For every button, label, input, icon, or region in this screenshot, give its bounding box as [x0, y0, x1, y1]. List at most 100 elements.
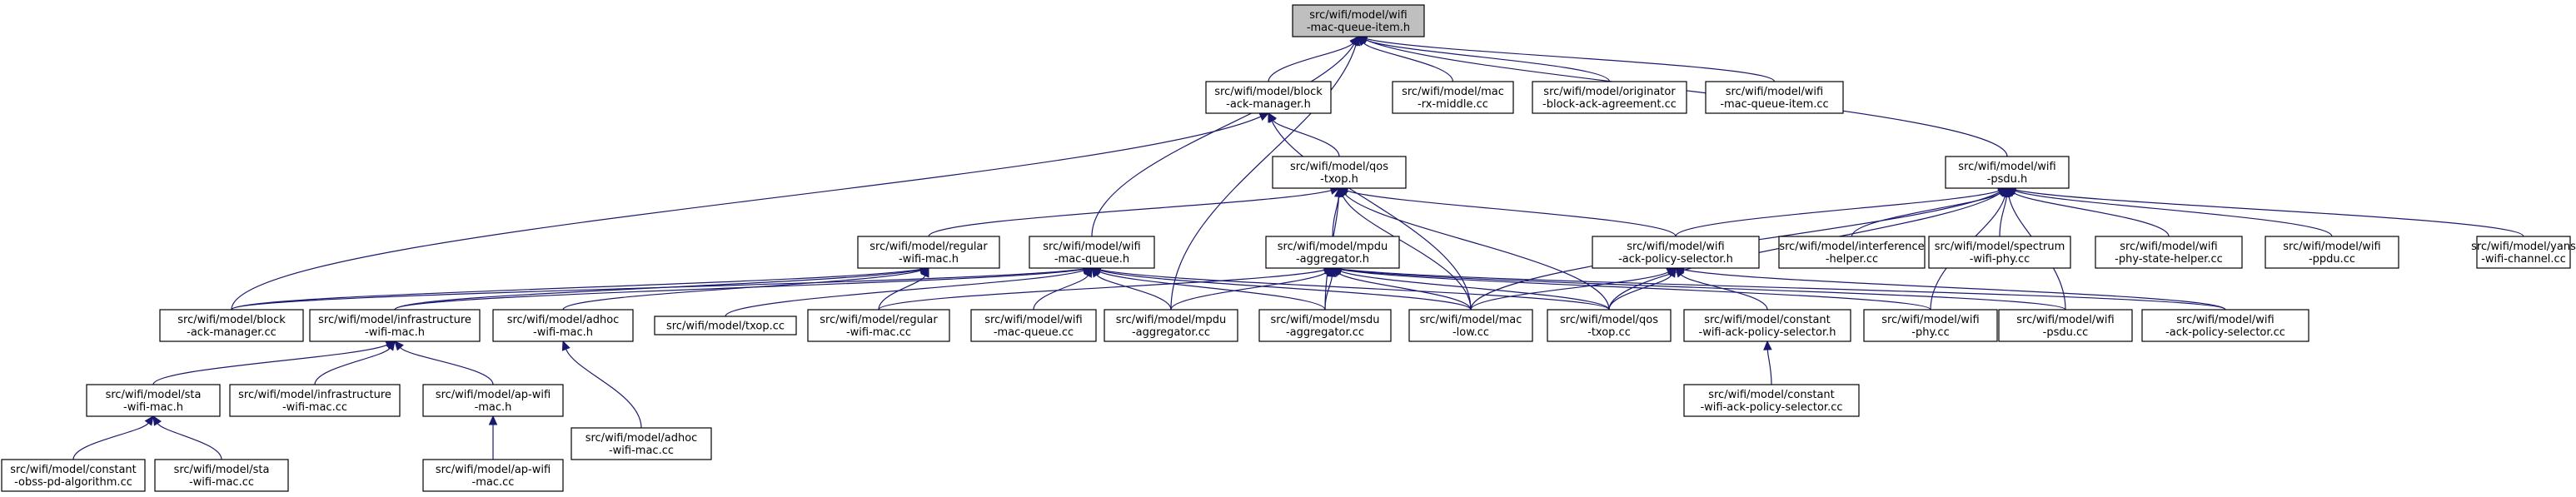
node-label-line: src/wifi/model/infrastructure: [318, 314, 471, 326]
node-box: [159, 309, 304, 342]
node-label-line: -wifi-mac.h: [899, 253, 959, 266]
arrowhead-icon: [1667, 266, 1677, 278]
node-src-wifi-model-constant-wifi-ack-policy-selector-cc[interactable]: src/wifi/model/constant-wifi-ack-policy-…: [1683, 384, 1860, 417]
node-src-wifi-model-originator-block-ack-agreement-cc[interactable]: src/wifi/model/originator-block-ack-agre…: [1532, 81, 1687, 114]
edge-ap_h-to-infra_h: [394, 340, 494, 385]
node-src-wifi-model-wifi-ack-policy-selector-cc[interactable]: src/wifi/model/wifi-ack-policy-selector.…: [2141, 309, 2309, 342]
node-src-wifi-model-spectrum-wifi-phy-cc[interactable]: src/wifi/model/spectrum-wifi-phy.cc: [1928, 236, 2071, 269]
node-label-line: src/wifi/model/sta: [174, 464, 270, 476]
node-src-wifi-model-txop-cc[interactable]: src/wifi/model/txop.cc: [654, 316, 797, 335]
edge-reg_cc-to-mpdu_h: [878, 266, 1334, 311]
edge-caps_cc-to-caps_h: [1763, 340, 1772, 385]
node-label-line: src/wifi/model/wifi: [2283, 241, 2380, 253]
node-src-wifi-model-msdu-aggregator-cc[interactable]: src/wifi/model/msdu-aggregator.cc: [1258, 309, 1392, 342]
edge-line: [1340, 271, 1610, 311]
node-label-line: -txop.cc: [1587, 326, 1631, 339]
node-box: [1029, 236, 1155, 269]
node-src-wifi-model-ap-wifi-mac-cc[interactable]: src/wifi/model/ap-wifi-mac.cc: [422, 459, 564, 492]
node-label-line: src/wifi/model/mac: [1420, 314, 1522, 326]
node-src-wifi-model-qos-txop-cc[interactable]: src/wifi/model/qos-txop.cc: [1547, 309, 1672, 342]
node-src-wifi-model-wifi-mac-queue-cc[interactable]: src/wifi/model/wifi-mac-queue.cc: [970, 309, 1097, 342]
edge-line: [231, 268, 1084, 311]
node-src-wifi-model-mac-rx-middle-cc[interactable]: src/wifi/model/mac-rx-middle.cc: [1392, 81, 1514, 114]
node-box: [654, 316, 797, 335]
node-label-line: src/wifi/model/wifi: [1726, 86, 1823, 98]
node-src-wifi-model-yans-wifi-channel-cc[interactable]: src/wifi/model/yans-wifi-channel.cc: [2471, 236, 2576, 269]
node-src-wifi-model-wifi-mac-queue-item-cc[interactable]: src/wifi/model/wifi-mac-queue-item.cc: [1705, 81, 1844, 114]
node-box: [1863, 309, 1998, 342]
node-src-wifi-model-regular-wifi-mac-h[interactable]: src/wifi/model/regular-wifi-mac.h: [857, 236, 1000, 269]
edge-line: [878, 269, 1325, 311]
node-src-wifi-model-ap-wifi-mac-h[interactable]: src/wifi/model/ap-wifi-mac.h: [422, 384, 564, 417]
node-box: [1265, 236, 1400, 269]
node-box: [2095, 236, 2243, 269]
node-label-line: src/wifi/model/adhoc: [507, 314, 620, 326]
node-label-line: -wifi-phy.cc: [1970, 253, 2030, 266]
edge-line: [1675, 190, 2000, 237]
node-label-line: src/wifi/model/infrastructure: [238, 389, 391, 401]
edge-line: [1091, 43, 1355, 237]
edge-line: [157, 423, 222, 460]
node-src-wifi-model-block-ack-manager-cc[interactable]: src/wifi/model/block-ack-manager.cc: [159, 309, 304, 342]
arrowhead-icon: [144, 415, 154, 426]
edge-line: [1324, 276, 1333, 311]
edge-qos_cc-to-wmq_h: [1090, 266, 1610, 311]
edge-line: [1608, 275, 1672, 311]
edge-reg_h-to-qos_h: [928, 186, 1341, 237]
node-label-line: -ack-policy-selector.h: [1618, 253, 1733, 266]
node-src-wifi-model-adhoc-wifi-mac-h[interactable]: src/wifi/model/adhoc-wifi-mac.h: [492, 309, 634, 342]
node-label-line: -txop.h: [1320, 173, 1358, 186]
node-box: [1547, 309, 1672, 342]
edge-phy_cc-to-mpdu_h: [1331, 265, 1931, 311]
node-box: [1258, 309, 1392, 342]
node-src-wifi-model-block-ack-manager-h[interactable]: src/wifi/model/block-ack-manager.h: [1205, 81, 1332, 114]
node-src-wifi-model-regular-wifi-mac-cc[interactable]: src/wifi/model/regular-wifi-mac.cc: [807, 309, 950, 342]
node-src-wifi-model-infrastructure-wifi-mac-cc[interactable]: src/wifi/model/infrastructure-wifi-mac.c…: [229, 384, 401, 417]
node-src-wifi-model-wifi-mac-queue-item-h[interactable]: src/wifi/model/wifi-mac-queue-item.h: [1292, 4, 1425, 37]
edge-line: [1268, 42, 1354, 82]
edge-mpdu_cc-to-mpdu_h: [1170, 267, 1334, 311]
node-src-wifi-model-sta-wifi-mac-h[interactable]: src/wifi/model/sta-wifi-mac.h: [86, 384, 221, 417]
edge-line: [725, 270, 1084, 317]
edge-line: [231, 116, 1262, 311]
node-src-wifi-model-sta-wifi-mac-cc[interactable]: src/wifi/model/sta-wifi-mac.cc: [154, 459, 289, 492]
node-src-wifi-model-mpdu-aggregator-cc[interactable]: src/wifi/model/mpdu-aggregator.cc: [1104, 309, 1238, 342]
node-box: [1705, 81, 1844, 114]
node-label-line: -mac.cc: [472, 476, 515, 489]
node-box: [1592, 236, 1760, 269]
node-src-wifi-model-wifi-phy-state-helper-cc[interactable]: src/wifi/model/wifi-phy-state-helper.cc: [2095, 236, 2243, 269]
node-src-wifi-model-constant-obss-pd-algorithm-cc[interactable]: src/wifi/model/constant-obss-pd-algorith…: [1, 459, 146, 492]
edge-line: [1099, 271, 1326, 311]
node-label-line: -phy.cc: [1911, 326, 1949, 339]
node-src-wifi-model-wifi-psdu-h[interactable]: src/wifi/model/wifi-psdu.h: [1945, 156, 2070, 189]
edge-msdu_cc-to-wmq_h: [1090, 267, 1326, 311]
node-src-wifi-model-mac-low-cc[interactable]: src/wifi/model/mac-low.cc: [1408, 309, 1533, 342]
node-src-wifi-model-wifi-ppdu-cc[interactable]: src/wifi/model/wifi-ppdu.cc: [2265, 236, 2399, 269]
node-src-wifi-model-wifi-psdu-cc[interactable]: src/wifi/model/wifi-psdu.cc: [1998, 309, 2133, 342]
node-box: [1104, 309, 1238, 342]
node-label-line: src/wifi/model/regular: [869, 241, 988, 253]
node-src-wifi-model-adhoc-wifi-mac-cc[interactable]: src/wifi/model/adhoc-wifi-mac.cc: [571, 427, 712, 460]
node-label-line: src/wifi/model/constant: [1704, 314, 1831, 326]
node-src-wifi-model-infrastructure-wifi-mac-h[interactable]: src/wifi/model/infrastructure-wifi-mac.h: [309, 309, 481, 342]
edge-line: [1366, 37, 1776, 82]
node-src-wifi-model-wifi-phy-cc[interactable]: src/wifi/model/wifi-phy.cc: [1863, 309, 1998, 342]
node-box: [1272, 156, 1407, 189]
node-src-wifi-model-wifi-mac-queue-h[interactable]: src/wifi/model/wifi-mac-queue.h: [1029, 236, 1155, 269]
node-label-line: -mac-queue.h: [1054, 253, 1129, 266]
node-box: [422, 384, 564, 417]
arrowhead-icon: [1763, 340, 1772, 350]
node-src-wifi-model-interference-helper-cc[interactable]: src/wifi/model/interference-helper.cc: [1778, 236, 1926, 269]
edge-line: [1033, 275, 1089, 311]
node-src-wifi-model-constant-wifi-ack-policy-selector-h[interactable]: src/wifi/model/constant-wifi-ack-policy-…: [1683, 309, 1851, 342]
node-src-wifi-model-wifi-ack-policy-selector-h[interactable]: src/wifi/model/wifi-ack-policy-selector.…: [1592, 236, 1760, 269]
node-src-wifi-model-qos-txop-h[interactable]: src/wifi/model/qos-txop.h: [1272, 156, 1407, 189]
edge-line: [562, 270, 921, 311]
arrowhead-icon: [488, 415, 498, 425]
node-label-line: -wifi-ack-policy-selector.h: [1699, 326, 1836, 339]
node-src-wifi-model-mpdu-aggregator-h[interactable]: src/wifi/model/mpdu-aggregator.h: [1265, 236, 1400, 269]
node-label-line: src/wifi/model/ap-wifi: [436, 389, 551, 401]
node-label-line: src/wifi/model/qos: [1290, 161, 1388, 173]
node-label-line: src/wifi/model/wifi: [1043, 241, 1140, 253]
edge-line: [1683, 269, 2226, 311]
